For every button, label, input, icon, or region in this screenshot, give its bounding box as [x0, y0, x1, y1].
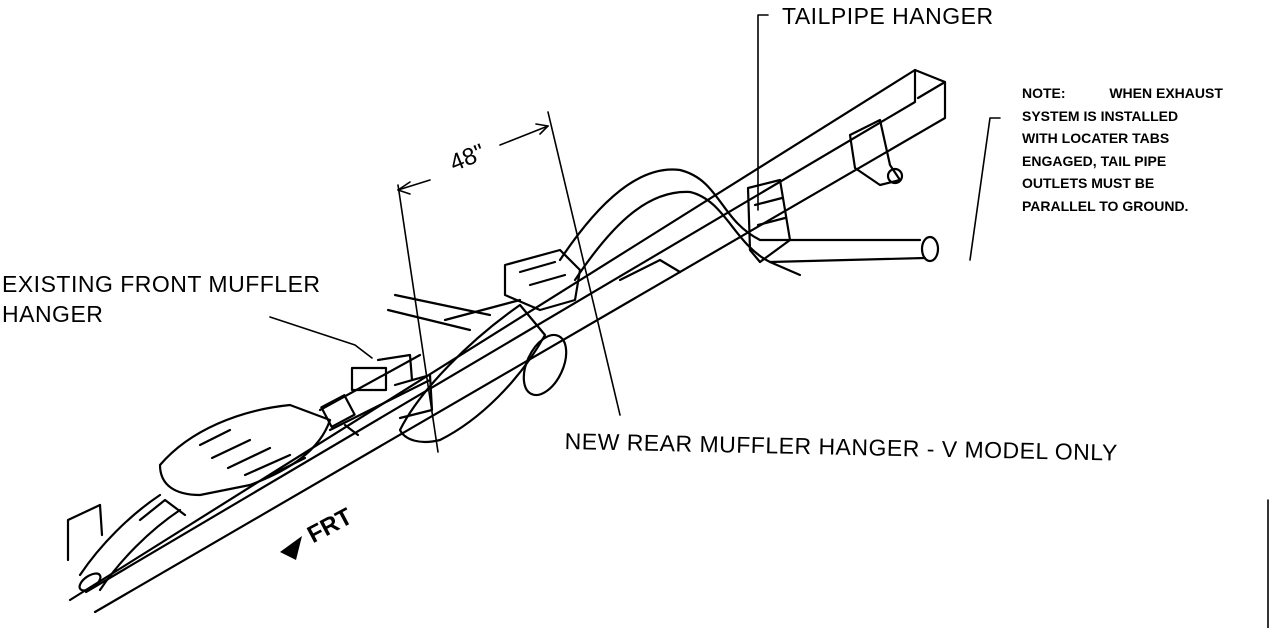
- tailpipe-hanger: [746, 178, 802, 277]
- note-line-4: ENGAGED, TAIL PIPE: [1022, 152, 1167, 169]
- note-line-5: OUTLETS MUST BE: [1022, 175, 1155, 191]
- note-heading: NOTE:: [1022, 85, 1066, 101]
- intermediate-pipe: [318, 353, 432, 437]
- note-line-6: PARALLEL TO GROUND.: [1022, 197, 1189, 214]
- leader-lines: [269, 14, 1269, 629]
- frame-rail: [66, 68, 947, 614]
- note-block: NOTE: WHEN EXHAUST SYSTEM IS INSTALLED W…: [1022, 82, 1223, 217]
- existing-front-hanger-label-line1: EXISTING FRONT MUFFLER: [2, 271, 321, 297]
- note-line-2: SYSTEM IS INSTALLED: [1022, 107, 1179, 124]
- dimension-lines: [397, 111, 621, 453]
- frt-arrow-icon: [280, 536, 302, 560]
- rear-bracket: [848, 118, 904, 187]
- rear-muffler-hanger: [503, 248, 582, 312]
- note-line-1: WHEN EXHAUST: [1109, 85, 1223, 101]
- existing-front-hanger-label-line2: HANGER: [2, 301, 104, 327]
- front-pipe: [78, 493, 187, 592]
- tailpipe: [558, 168, 940, 282]
- front-muffler-hanger: [350, 353, 434, 420]
- muffler: [398, 298, 568, 444]
- note-line-3: WITH LOCATER TABS: [1022, 130, 1170, 146]
- tailpipe-hanger-label: TAILPIPE HANGER: [782, 3, 994, 29]
- catalytic-converter: [158, 403, 332, 497]
